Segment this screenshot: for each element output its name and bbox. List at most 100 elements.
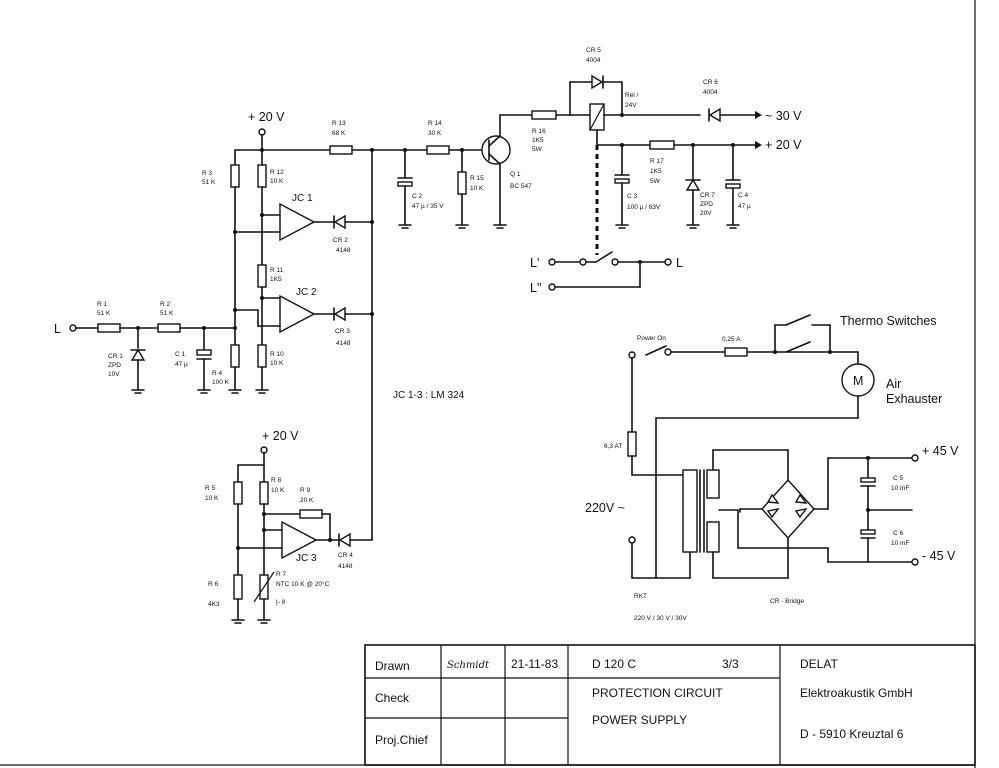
ntc-theta: |- ϑ	[276, 599, 286, 606]
c1-value: 47 µ	[175, 361, 188, 368]
resistor-r14	[426, 145, 450, 155]
resistor-r10	[257, 344, 267, 368]
r15-label: R 15	[470, 175, 484, 182]
r1-value: 51 K	[97, 310, 111, 317]
switch-label-l: L	[676, 256, 683, 270]
resistor-r9	[299, 509, 323, 519]
plus20v-label-bot: + 20 V	[262, 429, 299, 443]
opamp-ic3	[281, 520, 318, 560]
c5-value: 10 mF	[891, 485, 909, 492]
diode-cr4	[338, 532, 351, 548]
r4-label: R 4	[212, 370, 223, 377]
power-supply-section	[627, 314, 919, 579]
r17-watt: 5W	[650, 178, 661, 185]
diode-cr6	[708, 107, 721, 123]
tb-title-line1: PROTECTION CIRCUIT	[592, 686, 723, 700]
c1-label: C 1	[175, 351, 186, 358]
r13-value: 68 K	[332, 130, 346, 137]
c3-value: 100 µ / 63V	[627, 204, 661, 211]
r9-value: 20 K	[300, 497, 314, 504]
r6-value: 4K3	[208, 601, 220, 608]
ic3-label: JC 3	[296, 553, 317, 564]
diode-cr3	[333, 306, 346, 322]
transformer-secondary-1	[706, 469, 720, 499]
air-label: Air	[886, 377, 901, 391]
tb-company-address: D - 5910 Kreuztal 6	[800, 727, 904, 741]
r12-value: 10 K	[270, 178, 284, 185]
r14-label: R 14	[428, 120, 442, 127]
resistor-r17	[649, 140, 675, 150]
r15-value: 10 K	[470, 185, 484, 192]
plus45v-label: + 45 V	[922, 444, 959, 458]
cr7-label: CR 7	[700, 192, 715, 199]
resistor-r2	[157, 323, 181, 333]
r11-label: R 11	[270, 267, 284, 274]
resistor-r1	[97, 323, 121, 333]
resistor-r15	[457, 171, 467, 195]
title-block: Drawn Schmidt 21-11-83 D 120 C 3/3 Check…	[364, 644, 976, 766]
c4-value: 47 µ	[738, 203, 751, 210]
opamp-ic2	[279, 294, 316, 334]
cr1-value2: 10V	[108, 371, 120, 378]
plus20v-terminal-bot	[260, 446, 268, 454]
r1-label: R 1	[97, 301, 108, 308]
ic2-label: JC 2	[296, 287, 317, 298]
motor-label: M	[853, 374, 863, 388]
cr6-value: 4004	[703, 89, 718, 96]
r16-watt: 5W	[532, 146, 543, 153]
opamp-ic1	[279, 202, 316, 242]
ic1-label: JC 1	[292, 193, 313, 204]
fuse-63at	[627, 431, 637, 457]
resistor-r8	[259, 481, 269, 505]
transformer-value: 220 V / 30 V / 30V	[634, 615, 687, 622]
cr3-label: CR 3	[335, 328, 350, 335]
transformer-primary	[682, 469, 698, 553]
switch-label-lpp: L"	[530, 281, 541, 295]
r10-label: R 10	[270, 351, 284, 358]
cr3-value: 4148	[336, 340, 351, 347]
r2-value: 51 K	[160, 310, 174, 317]
output-20v-label: + 20 V	[765, 138, 802, 152]
transformer-secondary-2	[706, 521, 720, 553]
switch-label-lp: L'	[530, 256, 539, 270]
plus20v-terminal-top	[258, 128, 266, 136]
r5-label: R 5	[205, 485, 216, 492]
r16-value: 1K5	[532, 137, 544, 144]
fuse-025a	[724, 347, 748, 357]
r12-label: R 12	[270, 169, 284, 176]
capacitor-c1	[196, 349, 212, 356]
cr7-value2: 20V	[700, 210, 712, 217]
ic-note: JC 1-3 : LM 324	[393, 390, 465, 401]
r7-label: R 7	[276, 571, 287, 578]
q1-label: Q 1	[510, 171, 521, 178]
r8-label: R 8	[271, 477, 282, 484]
tb-title-line2: POWER SUPPLY	[592, 713, 687, 727]
tb-doc-number: D 120 C	[592, 657, 636, 671]
r2-label: R 2	[160, 301, 171, 308]
resistor-r5	[233, 481, 243, 505]
relay-value: 24V	[625, 102, 637, 109]
cr1-value: ZPD	[108, 362, 121, 369]
cr4-value: 4148	[338, 563, 353, 570]
q1-value: BC 547	[510, 183, 532, 190]
cr2-label: CR 2	[333, 237, 348, 244]
cr7-value: ZPD	[700, 201, 713, 208]
r10-value: 10 K	[270, 360, 284, 367]
c5-label: C 5	[893, 475, 904, 482]
r7-value: NTC 10 K @ 20°C	[276, 580, 330, 588]
r5-value: 10 K	[205, 495, 219, 502]
resistor-r12	[257, 164, 267, 188]
driver-section	[397, 74, 762, 255]
r11-value: 1K5	[270, 276, 282, 283]
c6-label: C 6	[893, 530, 904, 537]
tb-company-name: DELAT	[800, 657, 838, 671]
power-on-switch	[628, 351, 636, 359]
mains-label: 220V ~	[585, 501, 625, 515]
diode-cr2	[333, 214, 346, 230]
cr5-value: 4004	[586, 57, 601, 64]
transformer-label: RKT	[634, 593, 647, 600]
bridge-label: CR - Bridge	[770, 598, 804, 605]
c2-label: C 2	[412, 193, 423, 200]
c6-value: 10 mF	[891, 540, 909, 547]
